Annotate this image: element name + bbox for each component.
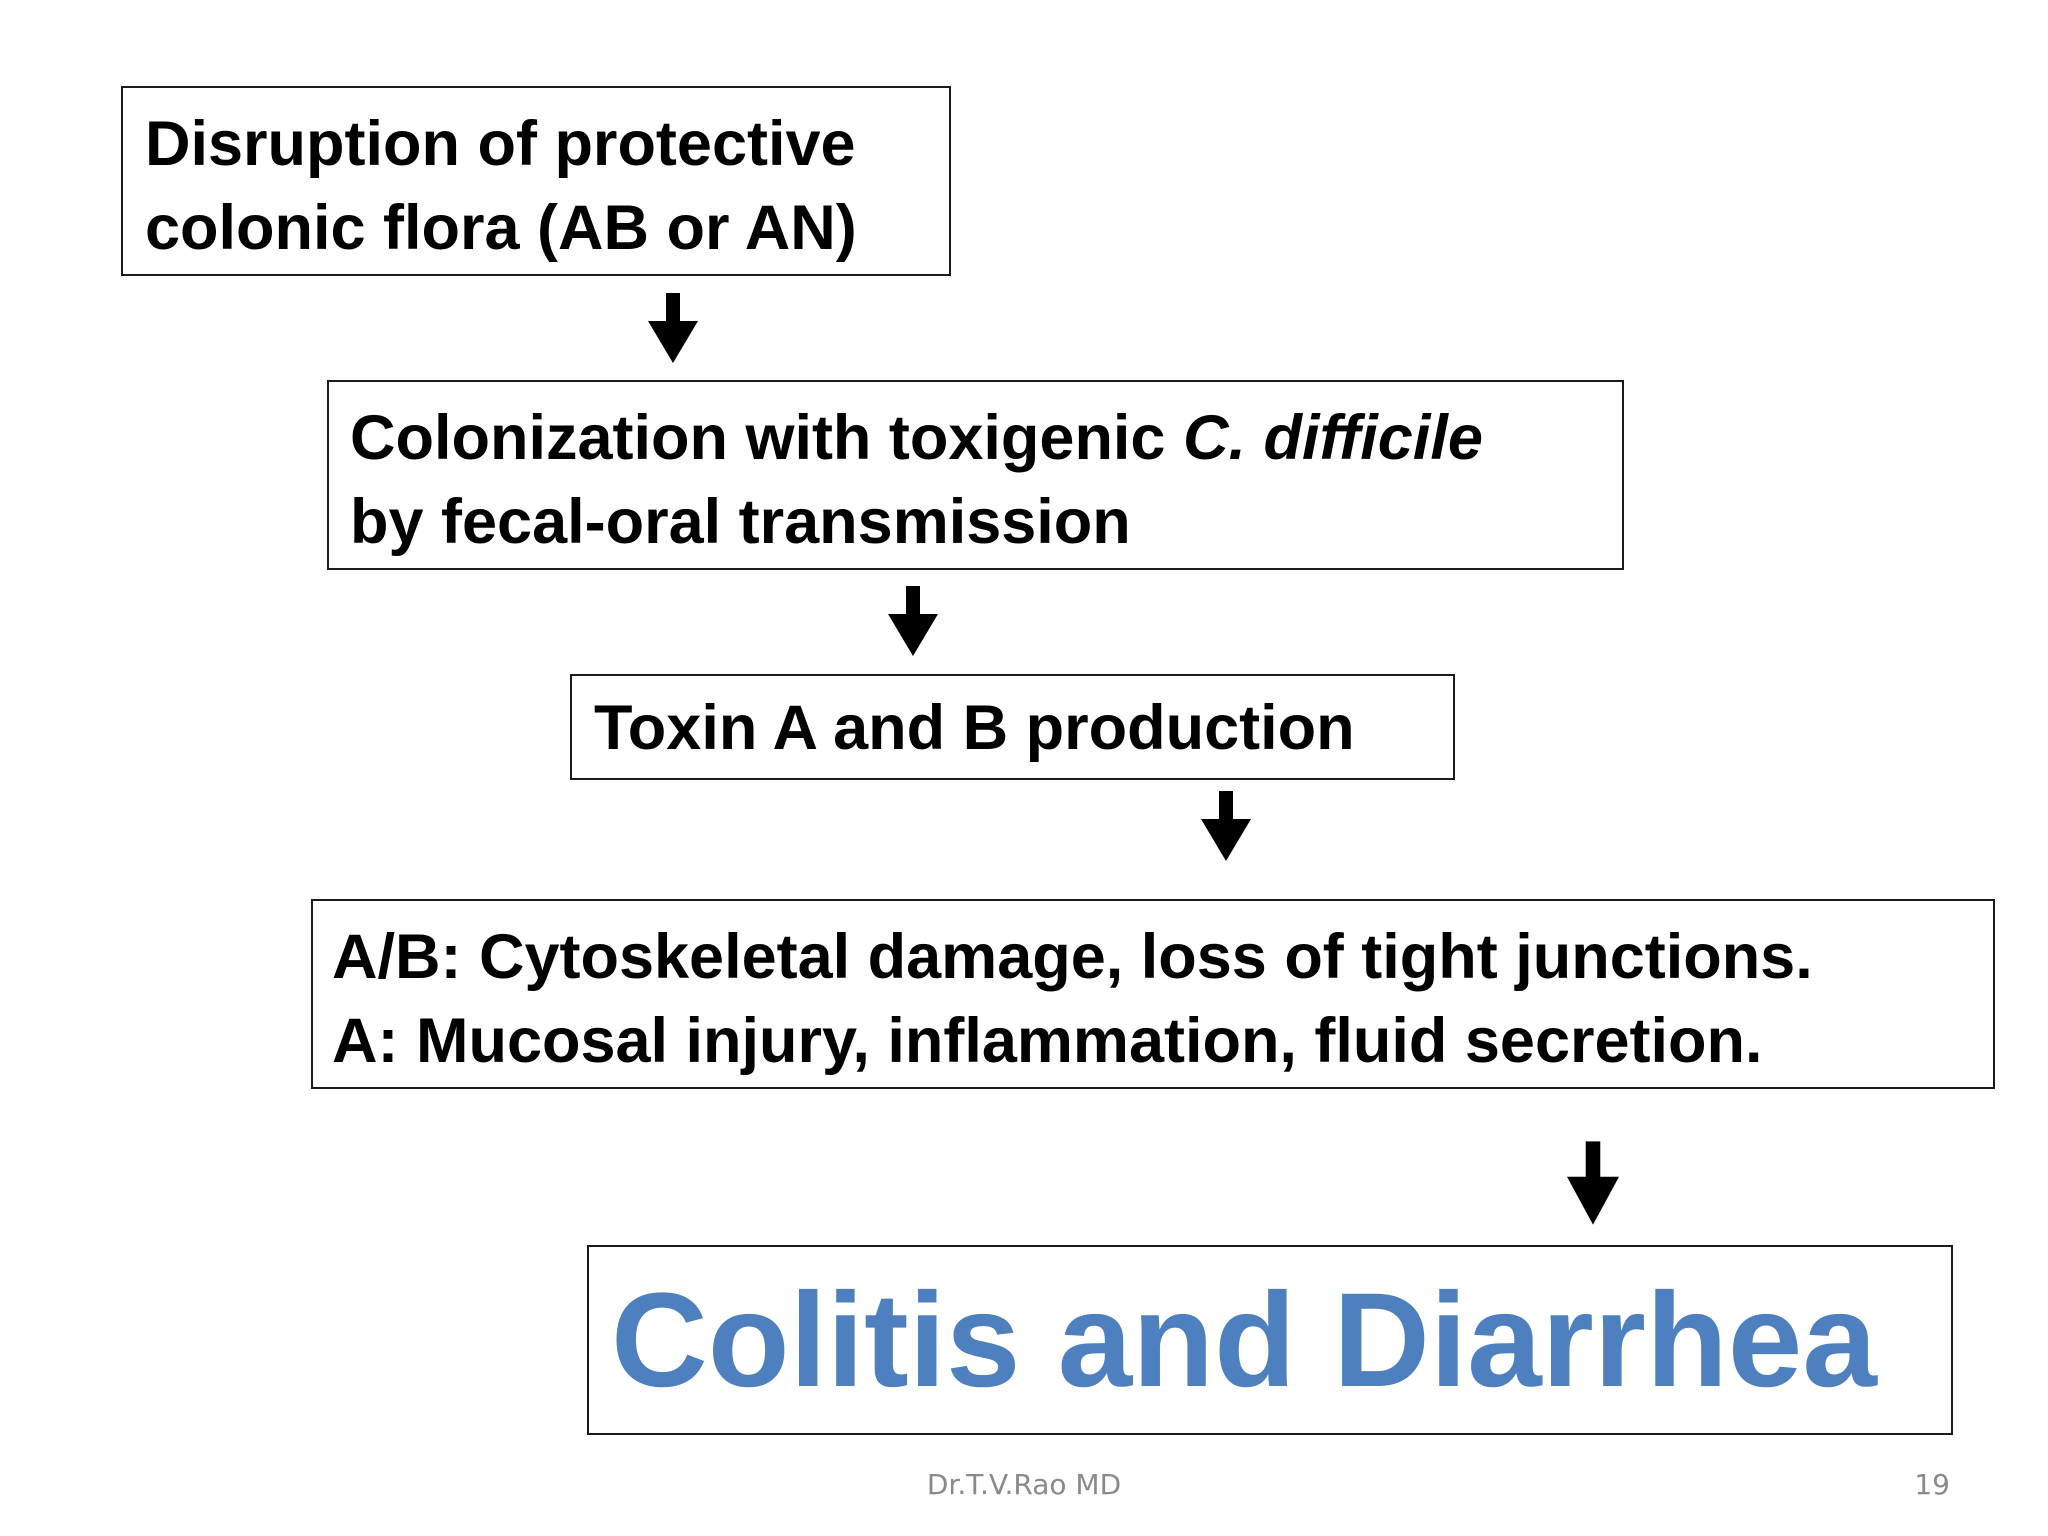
- flow-step-toxin-production: Toxin A and B production: [570, 674, 1455, 780]
- outcome-text: Colitis and Diarrhea: [611, 1266, 1877, 1415]
- down-arrow-icon: [888, 586, 938, 656]
- flow-step-colonization: Colonization with toxigenic C. difficile…: [327, 380, 1624, 570]
- step-text-line: colonic flora (AB or AN): [145, 193, 857, 263]
- step-text-line: Toxin A and B production: [594, 693, 1355, 763]
- footer-author: Dr.T.V.Rao MD: [926, 1468, 1122, 1501]
- step-text-line: A/B: Cytoskeletal damage, loss of tight …: [332, 922, 1813, 992]
- flow-step-toxin-effects: A/B: Cytoskeletal damage, loss of tight …: [311, 899, 1995, 1089]
- slide-number: 19: [1914, 1468, 1950, 1501]
- step-text-line: Colonization with toxigenic C. difficile: [350, 396, 1622, 480]
- step-text-line: A: Mucosal injury, inflammation, fluid s…: [332, 1006, 1763, 1076]
- flow-step-disruption: Disruption of protective colonic flora (…: [121, 86, 951, 276]
- down-arrow-icon: [1201, 791, 1251, 861]
- step-text-prefix: Colonization with toxigenic: [350, 403, 1183, 473]
- flow-outcome-colitis-diarrhea: Colitis and Diarrhea: [587, 1245, 1953, 1435]
- down-arrow-icon: [648, 293, 698, 363]
- step-text-line: Disruption of protective: [145, 109, 856, 179]
- down-arrow-icon: [1567, 1141, 1619, 1225]
- step-text-line: by fecal-oral transmission: [350, 487, 1131, 557]
- organism-name: C. difficile: [1182, 403, 1483, 473]
